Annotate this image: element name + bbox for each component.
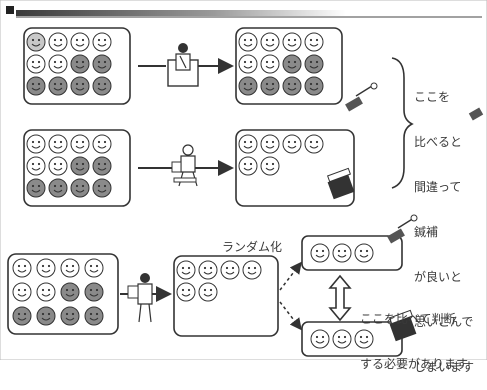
smiley-face-icon [71, 179, 89, 197]
smiley-face-icon [37, 283, 55, 301]
smiley-face-icon [93, 179, 111, 197]
smiley-face-icon [283, 55, 301, 73]
smiley-face-icon [305, 55, 323, 73]
smiley-face-icon [311, 244, 329, 262]
smiley-face-icon [239, 33, 257, 51]
smiley-face-icon [221, 261, 239, 279]
arrow-dotted-up [280, 264, 300, 290]
smiley-face-icon [49, 135, 67, 153]
smiley-face-icon [27, 135, 45, 153]
smiley-face-icon [261, 77, 279, 95]
compare-before-line: ここを [414, 90, 474, 105]
doctor-standing-icon [128, 273, 152, 322]
smiley-face-icon [49, 157, 67, 175]
smiley-face-icon [333, 244, 351, 262]
smiley-face-icon [355, 244, 373, 262]
smiley-face-icon [13, 307, 31, 325]
smiley-face-icon [13, 283, 31, 301]
compare-before-line: 比べると [414, 135, 474, 150]
smiley-face-icon [243, 261, 261, 279]
smiley-face-icon [305, 135, 323, 153]
smiley-face-icon [27, 33, 45, 51]
smiley-face-icon [61, 307, 79, 325]
smiley-face-icon [71, 77, 89, 95]
doctor-seated-icon [172, 145, 197, 186]
smiley-face-icon [199, 283, 217, 301]
smiley-face-icon [283, 135, 301, 153]
header-bar [16, 10, 346, 16]
needle-icon-top [345, 83, 377, 111]
smiley-face-icon [261, 55, 279, 73]
smiley-face-icon [71, 55, 89, 73]
smiley-face-icon [239, 157, 257, 175]
smiley-face-icon [71, 33, 89, 51]
smiley-face-icon [283, 33, 301, 51]
smiley-face-icon [37, 307, 55, 325]
smiley-face-icon [261, 33, 279, 51]
smiley-face-icon [177, 283, 195, 301]
compare-after-note: ここを比べて判断 する必要があります [360, 282, 468, 387]
smiley-face-icon [305, 33, 323, 51]
smiley-face-icon [85, 307, 103, 325]
smiley-face-icon [261, 157, 279, 175]
smiley-face-icon [93, 55, 111, 73]
curly-brace [392, 58, 412, 188]
smiley-face-icon [177, 261, 195, 279]
smiley-face-icon [71, 157, 89, 175]
smiley-face-icon [239, 77, 257, 95]
double-arrow-icon [330, 276, 350, 320]
smiley-face-icon [311, 330, 329, 348]
smiley-face-icon [13, 259, 31, 277]
smiley-face-icon [49, 55, 67, 73]
smiley-face-icon [37, 259, 55, 277]
randomize-label: ランダム化 [222, 238, 282, 255]
smiley-face-icon [239, 55, 257, 73]
smiley-face-icon [199, 261, 217, 279]
doctor-desk-icon [168, 43, 198, 86]
smiley-face-icon [261, 135, 279, 153]
smiley-face-icon [27, 55, 45, 73]
smiley-face-icon [93, 157, 111, 175]
smiley-face-icon [27, 77, 45, 95]
smiley-face-icon [93, 135, 111, 153]
compare-before-line: 鍼補 [414, 225, 474, 240]
smiley-face-icon [61, 259, 79, 277]
smiley-face-icon [49, 33, 67, 51]
smiley-face-icon [71, 135, 89, 153]
smiley-face-icon [333, 330, 351, 348]
arrow-dotted-down [280, 302, 300, 328]
smiley-face-icon [85, 283, 103, 301]
compare-after-line: ここを比べて判断 [360, 312, 468, 327]
smiley-face-icon [85, 259, 103, 277]
smiley-face-icon [27, 179, 45, 197]
smiley-face-icon [27, 157, 45, 175]
smiley-face-icon [305, 77, 323, 95]
compare-before-line: 間違って [414, 180, 474, 195]
smiley-face-icon [239, 135, 257, 153]
smiley-face-icon [49, 179, 67, 197]
smiley-face-icon [61, 283, 79, 301]
bullet-square [6, 6, 14, 14]
smiley-face-icon [93, 77, 111, 95]
smiley-face-icon [93, 33, 111, 51]
compare-after-line: する必要があります [360, 357, 468, 372]
smiley-face-icon [49, 77, 67, 95]
smiley-face-icon [283, 77, 301, 95]
